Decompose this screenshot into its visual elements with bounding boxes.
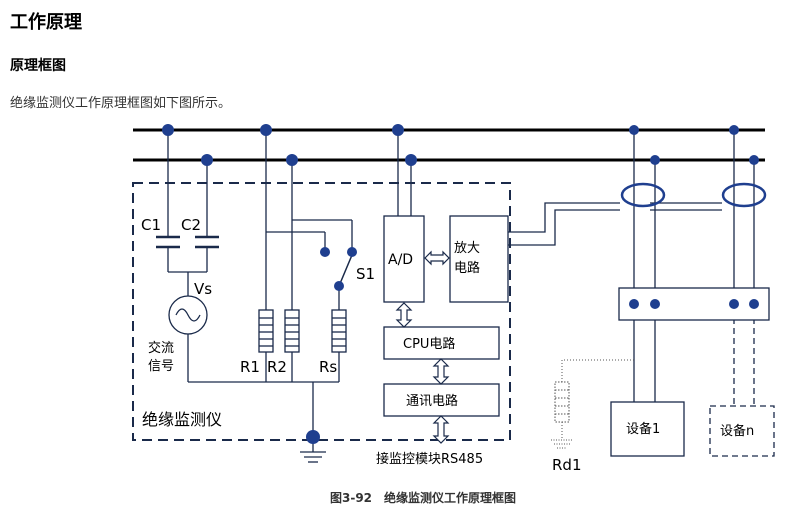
figure-caption: 图3-92 绝缘监测仪工作原理框图 <box>330 490 516 505</box>
page-title: 工作原理 <box>10 12 82 33</box>
ad-cpu-arrow-icon <box>395 302 413 328</box>
label-rs485: 接监控模块RS485 <box>376 451 483 467</box>
equipment-n-box <box>709 405 775 457</box>
capacitor-c1 <box>156 235 180 249</box>
resistor-r2-icon <box>284 309 300 353</box>
ad-amp-arrow-icon <box>424 250 450 266</box>
monitor-boundary <box>132 182 511 441</box>
label-vs: Vs <box>194 280 212 298</box>
label-amp-1: 放大 <box>454 241 480 256</box>
ac-source-icon <box>168 295 208 335</box>
resistor-r1-icon <box>258 309 274 353</box>
resistor-rd1-icon <box>554 381 570 423</box>
label-r1: R1 <box>240 358 260 376</box>
label-rs: Rs <box>319 358 337 376</box>
intro-text: 绝缘监测仪工作原理框图如下图所示。 <box>10 96 232 111</box>
section-title: 原理框图 <box>10 58 66 74</box>
switch-s1-icon <box>320 247 357 291</box>
label-ac-signal-2: 信号 <box>148 359 174 374</box>
comm-block <box>383 383 500 417</box>
label-equip-n: 设备n <box>720 423 754 439</box>
ct-ring-left-icon <box>620 182 666 208</box>
label-r2: R2 <box>267 358 287 376</box>
equipment-1-box <box>610 401 685 457</box>
junction-dots <box>162 124 759 444</box>
label-c1: C1 <box>141 216 161 234</box>
ground-icon <box>300 451 326 463</box>
label-ad: A/D <box>388 252 413 268</box>
rs485-arrow-icon <box>432 415 450 444</box>
cpu-block <box>383 326 500 360</box>
label-ac-signal-1: 交流 <box>148 340 174 356</box>
label-comm: 通讯电路 <box>406 393 458 409</box>
label-s1: S1 <box>356 265 375 283</box>
label-device-name: 绝缘监测仪 <box>142 410 222 429</box>
cpu-comm-arrow-icon <box>432 358 450 385</box>
label-c2: C2 <box>181 216 201 234</box>
resistor-rs-icon <box>331 309 347 353</box>
ct-ring-right-icon <box>721 182 767 208</box>
rd1-ground-icon <box>551 439 573 449</box>
capacitor-c2 <box>195 235 219 249</box>
ad-converter-block <box>383 215 425 303</box>
terminal-strip <box>618 287 770 321</box>
label-rd1: Rd1 <box>552 456 582 474</box>
amplifier-block <box>449 215 509 303</box>
label-amp-2: 电路 <box>454 260 480 276</box>
label-equip-1: 设备1 <box>626 421 660 437</box>
rd1-dotted-link <box>561 359 634 382</box>
label-cpu: CPU电路 <box>403 336 455 352</box>
